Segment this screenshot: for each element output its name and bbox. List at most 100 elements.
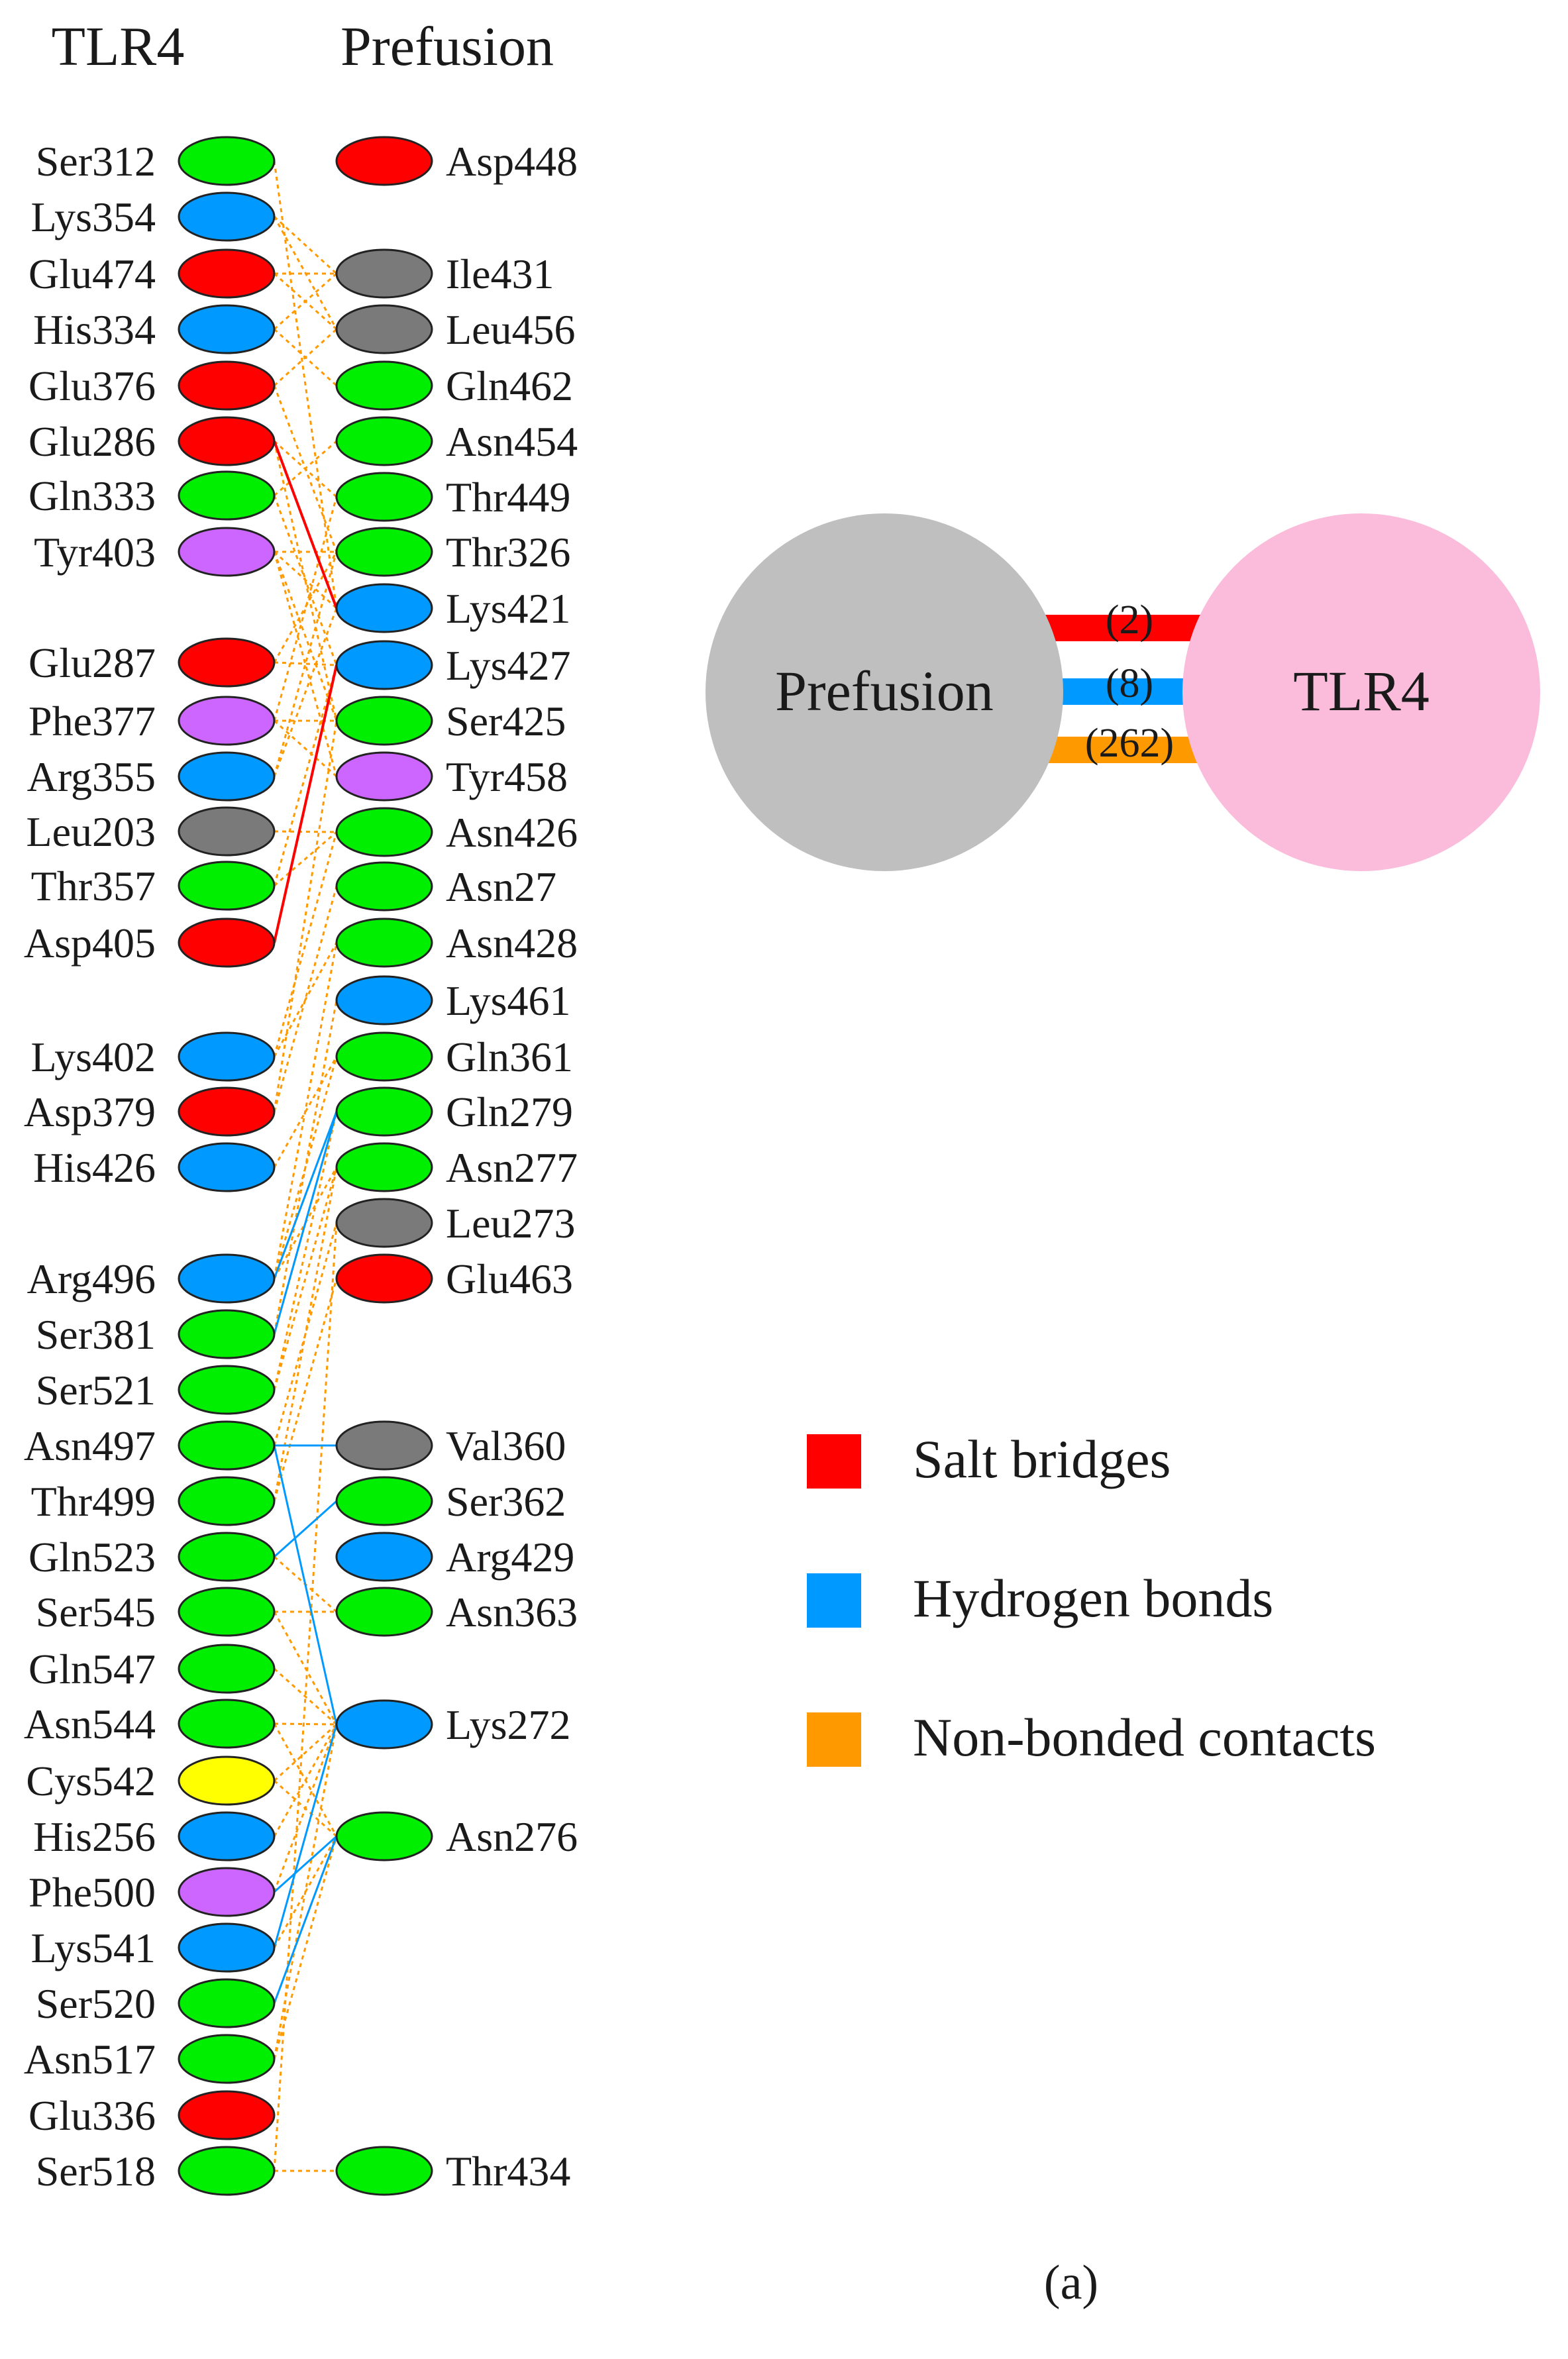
tlr4-residue-leu203 xyxy=(178,806,276,857)
tlr4-residue-ser520 xyxy=(178,1978,276,2028)
tlr4-residue-label: Ser521 xyxy=(36,1367,156,1414)
non-bonded-contact-line xyxy=(274,1667,337,1726)
prefusion-residue-label: Val360 xyxy=(446,1422,566,1469)
tlr4-residue-phe377 xyxy=(178,696,276,746)
tlr4-residue-label: Glu287 xyxy=(28,639,156,686)
non-bonded-contact-line xyxy=(273,1278,338,1502)
prefusion-residue-label: Asn454 xyxy=(446,418,578,465)
tlr4-residue-label: Asp379 xyxy=(24,1088,156,1135)
prefusion-residue-ile431 xyxy=(335,248,433,299)
non-bonded-count: (262) xyxy=(1085,721,1174,766)
non-bonded-contact-line xyxy=(273,1000,338,1335)
prefusion-residue-ser362 xyxy=(335,1476,433,1526)
tlr4-residue-label: Glu474 xyxy=(28,250,156,297)
tlr4-residue-arg496 xyxy=(178,1253,276,1304)
hydrogen-bond-line xyxy=(273,1724,338,1948)
legend-non-bonded-label: Non-bonded contacts xyxy=(913,1707,1376,1767)
prefusion-residue-label: Tyr458 xyxy=(446,753,568,800)
non-bonded-contact-line xyxy=(273,1836,338,2060)
tlr4-residue-gln523 xyxy=(178,1532,276,1582)
tlr4-residue-label: Glu286 xyxy=(28,418,156,465)
tlr4-residue-ser545 xyxy=(178,1587,276,1637)
tlr4-residue-label: Leu203 xyxy=(26,808,156,855)
tlr4-residue-label: Gln523 xyxy=(28,1534,156,1581)
prefusion-residue-label: Arg429 xyxy=(446,1534,574,1581)
hydrogen-bond-line xyxy=(273,1111,338,1279)
prefusion-residue-label: Gln361 xyxy=(446,1033,573,1080)
prefusion-residue-label: Lys272 xyxy=(446,1701,570,1748)
prefusion-residue-label: Asn363 xyxy=(446,1589,578,1636)
legend: Salt bridges Hydrogen bonds Non-bonded c… xyxy=(807,1429,1376,1767)
tlr4-residue-label: Glu336 xyxy=(28,2092,156,2139)
prefusion-residue-gln279 xyxy=(335,1086,433,1137)
non-bonded-contact-line xyxy=(274,830,337,833)
tlr4-residue-label: Ser381 xyxy=(36,1311,156,1358)
prefusion-residue-leu456 xyxy=(335,304,433,354)
tlr4-residue-ser381 xyxy=(178,1309,276,1359)
legend-hydrogen-bonds-swatch xyxy=(807,1573,861,1628)
salt-bridge-count: (2) xyxy=(1106,598,1153,643)
tlr4-residue-label: His256 xyxy=(33,1813,156,1860)
non-bonded-contact-line xyxy=(273,550,338,609)
tlr4-residue-asp405 xyxy=(178,917,276,968)
tlr4-residue-label: Ser312 xyxy=(36,138,156,185)
non-bonded-contact-line xyxy=(273,216,338,330)
prefusion-residue-label: Asp448 xyxy=(446,138,578,185)
prefusion-residue-label: Ser425 xyxy=(446,698,566,745)
tlr4-residue-label: Gln333 xyxy=(28,472,156,519)
hydrogen-bond-line xyxy=(273,1111,338,1335)
non-bonded-contact-line xyxy=(273,607,338,777)
prefusion-residue-thr434 xyxy=(335,2146,433,2196)
tlr4-residue-label: Lys541 xyxy=(31,1924,156,1971)
tlr4-residue-label: Thr357 xyxy=(31,863,156,910)
non-bonded-contact-line xyxy=(273,1724,338,1893)
non-bonded-contact-line xyxy=(273,551,338,777)
prefusion-residue-label: Lys427 xyxy=(446,642,570,689)
prefusion-residue-tyr458 xyxy=(335,751,433,802)
non-bonded-contact-line xyxy=(274,272,337,331)
prefusion-residue-label: Ser362 xyxy=(446,1478,566,1525)
tlr4-residue-arg355 xyxy=(178,751,276,802)
tlr4-residue-thr499 xyxy=(178,1476,276,1526)
prefusion-residue-lys272 xyxy=(335,1699,433,1750)
prefusion-residue-label: Thr434 xyxy=(446,2148,570,2195)
tlr4-residue-lys541 xyxy=(178,1922,276,1973)
legend-salt-bridges-label: Salt bridges xyxy=(913,1429,1171,1489)
legend-salt-bridges-swatch xyxy=(807,1434,861,1489)
prefusion-residue-leu273 xyxy=(335,1198,433,1248)
prefusion-residue-label: Ile431 xyxy=(446,250,554,297)
prefusion-residue-gln361 xyxy=(335,1031,433,1082)
non-bonded-contact-line xyxy=(274,661,337,666)
tlr4-residue-label: Arg496 xyxy=(27,1255,156,1302)
tlr4-residue-glu287 xyxy=(178,637,276,688)
non-bonded-contact-line xyxy=(273,551,338,721)
non-bonded-contact-line xyxy=(273,1167,338,1502)
non-bonded-contact-line xyxy=(273,1167,338,1390)
tlr4-residue-label: Thr499 xyxy=(31,1478,156,1525)
tlr4-residue-label: Cys542 xyxy=(26,1757,156,1805)
prefusion-residue-lys461 xyxy=(335,975,433,1025)
tlr4-residue-thr357 xyxy=(178,861,276,911)
tlr4-residue-label: Phe377 xyxy=(28,698,156,745)
non-bonded-contact-line xyxy=(273,942,338,1279)
tlr4-residue-glu474 xyxy=(178,248,276,299)
prefusion-residue-label: Asn277 xyxy=(446,1144,578,1191)
tlr4-residue-asp379 xyxy=(178,1086,276,1137)
tlr4-residue-label: Asp405 xyxy=(24,919,156,967)
hydrogen-bond-count: (8) xyxy=(1106,661,1153,706)
prefusion-residue-lys427 xyxy=(335,640,433,690)
prefusion-residue-asn277 xyxy=(335,1142,433,1192)
non-bonded-contact-line xyxy=(273,664,338,886)
tlr4-residue-his256 xyxy=(178,1811,276,1861)
prefusion-residue-label: Gln462 xyxy=(446,362,573,409)
prefusion-residue-label: Lys461 xyxy=(446,977,570,1024)
hydrogen-bond-line xyxy=(273,1445,338,1725)
prefusion-residue-label: Leu456 xyxy=(446,306,576,353)
tlr4-residue-label: Lys402 xyxy=(31,1033,156,1080)
non-bonded-contact-line xyxy=(273,328,338,387)
tlr4-residue-glu376 xyxy=(178,360,276,411)
non-bonded-contact-line xyxy=(273,1724,338,1837)
non-bonded-contact-line xyxy=(273,496,338,721)
tlr4-node-label: TLR4 xyxy=(1293,659,1429,723)
non-bonded-contact-line xyxy=(273,1611,338,1725)
